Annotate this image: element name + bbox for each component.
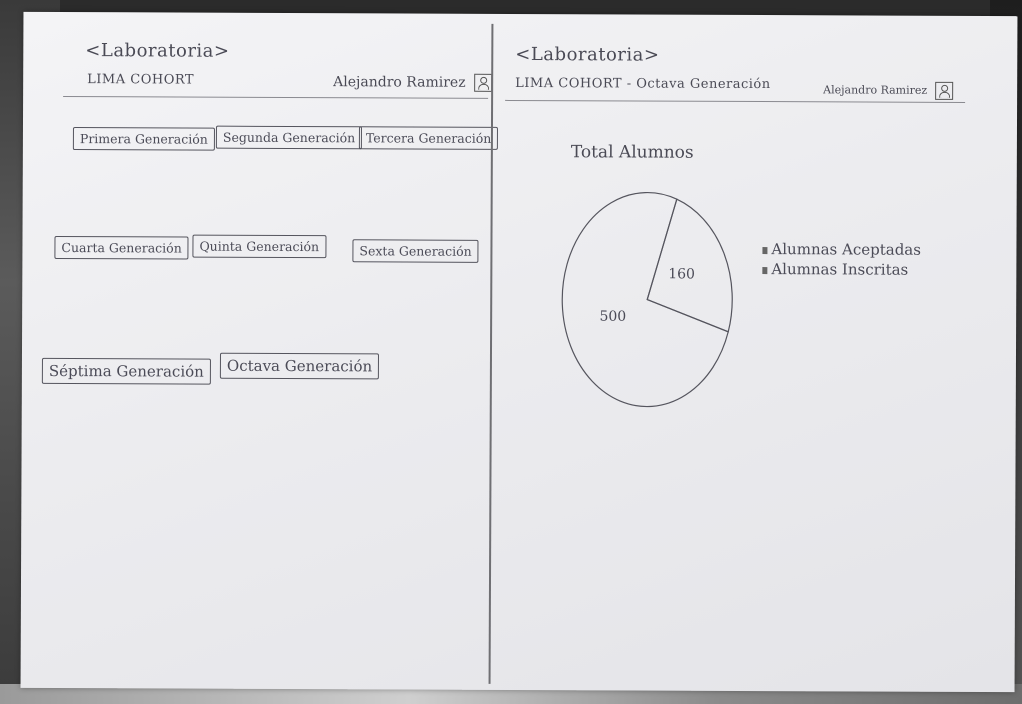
- chart-title: Total Alumnos: [570, 142, 694, 163]
- generation-button[interactable]: Quinta Generación: [192, 234, 327, 259]
- header-divider: [505, 99, 966, 103]
- header-divider: [63, 96, 489, 99]
- legend-item: Alumnas Aceptadas: [762, 240, 921, 259]
- user-menu[interactable]: Alejandro Ramirez: [333, 73, 493, 92]
- logo[interactable]: <Laboratoria>: [85, 40, 230, 62]
- cohort-title: LIMA COHORT - Octava Generación: [515, 75, 771, 93]
- generation-button[interactable]: Octava Generación: [219, 352, 380, 380]
- screen-divider: [488, 23, 494, 684]
- user-icon[interactable]: [934, 81, 953, 100]
- generation-button[interactable]: Primera Generación: [72, 127, 215, 151]
- pie-value-label: 500: [599, 309, 626, 325]
- pie-slice: [646, 198, 733, 333]
- legend-swatch: [762, 246, 768, 254]
- pie-value-label: 160: [668, 266, 695, 282]
- generation-button[interactable]: Séptima Generación: [41, 357, 211, 385]
- right-screen: <Laboratoria> LIMA COHORT - Octava Gener…: [23, 12, 1017, 408]
- pie-slice: [561, 192, 729, 408]
- left-screen: <Laboratoria> LIMA COHORT Alejandro Rami…: [23, 12, 1017, 385]
- legend-swatch: [762, 266, 768, 274]
- generation-button[interactable]: Tercera Generación: [358, 126, 499, 150]
- user-name: Alejandro Ramirez: [823, 83, 928, 97]
- generation-button[interactable]: Segunda Generación: [215, 125, 363, 150]
- legend-item: Alumnas Inscritas: [762, 260, 908, 279]
- legend-label: Alumnas Aceptadas: [771, 240, 922, 259]
- user-name: Alejandro Ramirez: [333, 74, 466, 91]
- cohort-title: LIMA COHORT: [87, 72, 195, 88]
- legend-label: Alumnas Inscritas: [771, 260, 909, 279]
- pie-chart: 160 500: [561, 192, 733, 408]
- generation-button[interactable]: Cuarta Generación: [54, 235, 189, 260]
- user-menu[interactable]: Alejandro Ramirez: [823, 81, 953, 100]
- generation-button[interactable]: Sexta Generación: [352, 239, 479, 263]
- logo[interactable]: <Laboratoria>: [515, 43, 660, 66]
- paper-sketch: <Laboratoria> LIMA COHORT Alejandro Rami…: [20, 11, 1018, 693]
- user-icon[interactable]: [474, 73, 493, 92]
